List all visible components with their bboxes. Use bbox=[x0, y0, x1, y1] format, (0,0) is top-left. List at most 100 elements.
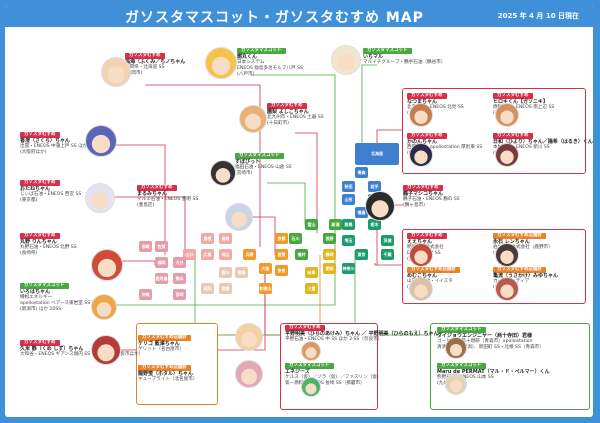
character-name: いちマル bbox=[363, 54, 384, 60]
character-card: ガソスタむすめ久米 静（くめ しず）ちゃん大和谷・ENEOS ギアンス堀内 SS… bbox=[20, 340, 143, 358]
character-name: ダイジョウエンジニヤー（商十寺田）君様 bbox=[437, 333, 533, 339]
character-avatar bbox=[445, 337, 467, 359]
region-tile: 大阪 bbox=[259, 263, 272, 274]
region-tile: 岡山 bbox=[219, 249, 232, 260]
character-location: 福田石油・ENEOS 山倉 SS (宮崎市) bbox=[235, 165, 292, 176]
region-tile: 鹿児島 bbox=[155, 273, 168, 284]
character-card: ガソスタむすめ店舗計龍野蛍（ホタル）ちゃんキューブライト（北名屋市） bbox=[138, 365, 197, 383]
character-card: ガソスタマスコットいろはちゃん樽松エネルギー apollostation べアー… bbox=[20, 283, 90, 313]
category-tag: ガソスタマスコット bbox=[437, 363, 486, 369]
region-tile: 福井 bbox=[295, 249, 308, 260]
category-tag: ガソスタむすめ bbox=[493, 93, 533, 99]
category-tag: ガソスタむすめ店舗計 bbox=[407, 267, 460, 273]
character-avatar bbox=[495, 143, 519, 167]
character-card: ガソスタむすめまるみちゃんマルミ石油・ENEOS 豊明 SS (豊島区) bbox=[137, 185, 198, 209]
region-tile: 福岡 bbox=[155, 257, 168, 268]
region-tile: 三重 bbox=[305, 283, 318, 294]
character-card: ガソスタむすめ園梨 よしこちゃん北九州市・ENEOS 土器 SS (十日町市) bbox=[267, 103, 324, 127]
category-tag: ガソスタマスコット bbox=[237, 48, 286, 54]
character-avatar bbox=[210, 160, 236, 186]
region-tile: 長野 bbox=[323, 233, 336, 244]
character-name: なつまちゃん bbox=[407, 99, 438, 105]
connector-line bbox=[374, 263, 402, 266]
region-tile: 奈良 bbox=[275, 265, 288, 276]
character-avatar bbox=[239, 105, 267, 133]
character-avatar bbox=[235, 360, 263, 388]
region-tile: 石川 bbox=[289, 233, 302, 244]
character-avatar bbox=[91, 294, 117, 320]
category-tag: ガソスタむすめ bbox=[125, 53, 165, 59]
region-tile: 山形 bbox=[342, 194, 355, 205]
character-name: 丸野 りんちゃん bbox=[20, 239, 57, 245]
character-name: まるみちゃん bbox=[137, 191, 168, 197]
region-tile: 青森 bbox=[355, 167, 368, 178]
title-bar: ガソスタマスコット・ガソスタむすめ MAP 2025 年 4 月 10 日現在 bbox=[5, 5, 593, 27]
character-location: ゲリット（名古屋市） bbox=[138, 347, 184, 352]
category-tag: ガソスタむすめ店舗計 bbox=[138, 365, 191, 371]
character-location: マルミ石油・ENEOS 豊明 SS (豊島区) bbox=[137, 197, 199, 208]
date-stamp: 2025 年 4 月 10 日現在 bbox=[497, 12, 579, 20]
region-tile: 北海道 bbox=[355, 143, 399, 165]
region-tile: 佐賀 bbox=[155, 241, 168, 252]
region-tile: 富山 bbox=[305, 219, 318, 230]
connector-line bbox=[267, 182, 306, 225]
region-tile: 茨城 bbox=[381, 235, 394, 246]
character-card: ガソスタむすめ丸野 りんちゃん丸野石油・ENEOS 北野 SS (長崎県) bbox=[20, 233, 77, 257]
category-tag: ガソスタマスコット bbox=[285, 363, 334, 369]
character-name: 亀流（うさかけ）みゆちゃん bbox=[493, 273, 559, 279]
character-avatar bbox=[365, 191, 395, 221]
character-location: 樽松エネルギー apollostation べアース東岩室 SS (新潟市) ほ… bbox=[20, 295, 91, 312]
category-tag: ガソスタむすめ bbox=[20, 233, 60, 239]
region-tile: 沖縄 bbox=[139, 289, 152, 300]
region-tile: 和歌山 bbox=[259, 283, 272, 294]
character-name: エネジーズ bbox=[285, 369, 310, 375]
region-tile: 東京 bbox=[355, 249, 368, 260]
character-name: 燃丸くん bbox=[237, 54, 258, 60]
character-name: 鶴子マシコちゃん bbox=[403, 191, 444, 197]
region-tile: 愛知 bbox=[323, 263, 336, 274]
category-tag: ガソスタむすめ bbox=[20, 132, 60, 138]
region-tile: 岐阜 bbox=[305, 267, 318, 278]
character-card: ガソスタむすめ鶴子マシコちゃん鶴子石油・ENEOS 鶴の SS (鶴ヶ島市) bbox=[403, 185, 460, 209]
character-name: ヒロキくん【ガソニキ】 bbox=[493, 99, 549, 105]
region-tile: 兵庫 bbox=[243, 249, 256, 260]
character-name: ケリゴ 藍澤ちゃん bbox=[138, 341, 180, 347]
category-tag: ガソスタむすめ bbox=[407, 133, 447, 139]
region-tile: 宮崎 bbox=[173, 289, 186, 300]
connector-line bbox=[145, 84, 261, 247]
character-card: ガソスタむすめ平野明美（ひらのあけみ）ちゃん ／ 平野明美（ひらのもえ）ちゃん平… bbox=[285, 325, 439, 343]
category-tag: ガソスタむすめ bbox=[407, 233, 447, 239]
character-location: 福岡県・北海道 SS (福岡市) bbox=[125, 65, 165, 76]
character-card: ガソスタマスコットすぽぴっト福田石油・ENEOS 山倉 SS (宮崎市) bbox=[235, 153, 292, 177]
character-location: 平野石油・ENEOS 中 SS ほか 2 SS（奈良市） bbox=[285, 337, 383, 342]
character-avatar bbox=[495, 277, 519, 301]
category-tag: ガソスタマスコット bbox=[437, 327, 486, 333]
character-name: 日和（ひより）ちゃん／陽希（はるき）くん bbox=[493, 139, 593, 145]
category-tag: ガソスタむすめ bbox=[403, 185, 443, 191]
category-tag: ガソスタむすめ bbox=[20, 180, 60, 186]
character-name: かのんちゃん bbox=[407, 139, 438, 145]
region-tile: 広島 bbox=[201, 249, 214, 260]
character-avatar bbox=[235, 323, 263, 351]
character-card: ガソスタむすめおたねちゃんじぃば石油・ENEOS 西宮 SS (東京都) bbox=[20, 180, 81, 204]
character-name: Maru de PERMAT（マル・ド・ペルマー）くん bbox=[437, 369, 550, 375]
category-tag: ガソスタむすめ bbox=[267, 103, 307, 109]
character-avatar bbox=[301, 377, 321, 397]
character-avatar bbox=[409, 143, 433, 167]
character-name: すぽぴっト bbox=[235, 159, 261, 165]
character-location: 日本システム ENEOS 福島多治モルフ八戸 SS (八戸市) bbox=[237, 60, 303, 77]
character-card: ガソスタむすめ店舗計ケリゴ 藍澤ちゃんゲリット（名古屋市） bbox=[138, 335, 191, 353]
character-avatar bbox=[85, 183, 115, 213]
connector-line bbox=[295, 132, 318, 233]
category-tag: ガソスタむすめ bbox=[285, 325, 325, 331]
region-tile: 千葉 bbox=[381, 249, 394, 260]
character-avatar bbox=[409, 243, 433, 267]
character-avatar bbox=[225, 203, 253, 231]
region-tile: 香川 bbox=[219, 267, 232, 278]
character-name: 園梨 よしこちゃん bbox=[267, 109, 309, 115]
region-tile: 秋田 bbox=[342, 181, 355, 192]
region-tile: 京都 bbox=[275, 233, 288, 244]
character-avatar bbox=[91, 335, 121, 365]
character-avatar bbox=[445, 373, 467, 395]
